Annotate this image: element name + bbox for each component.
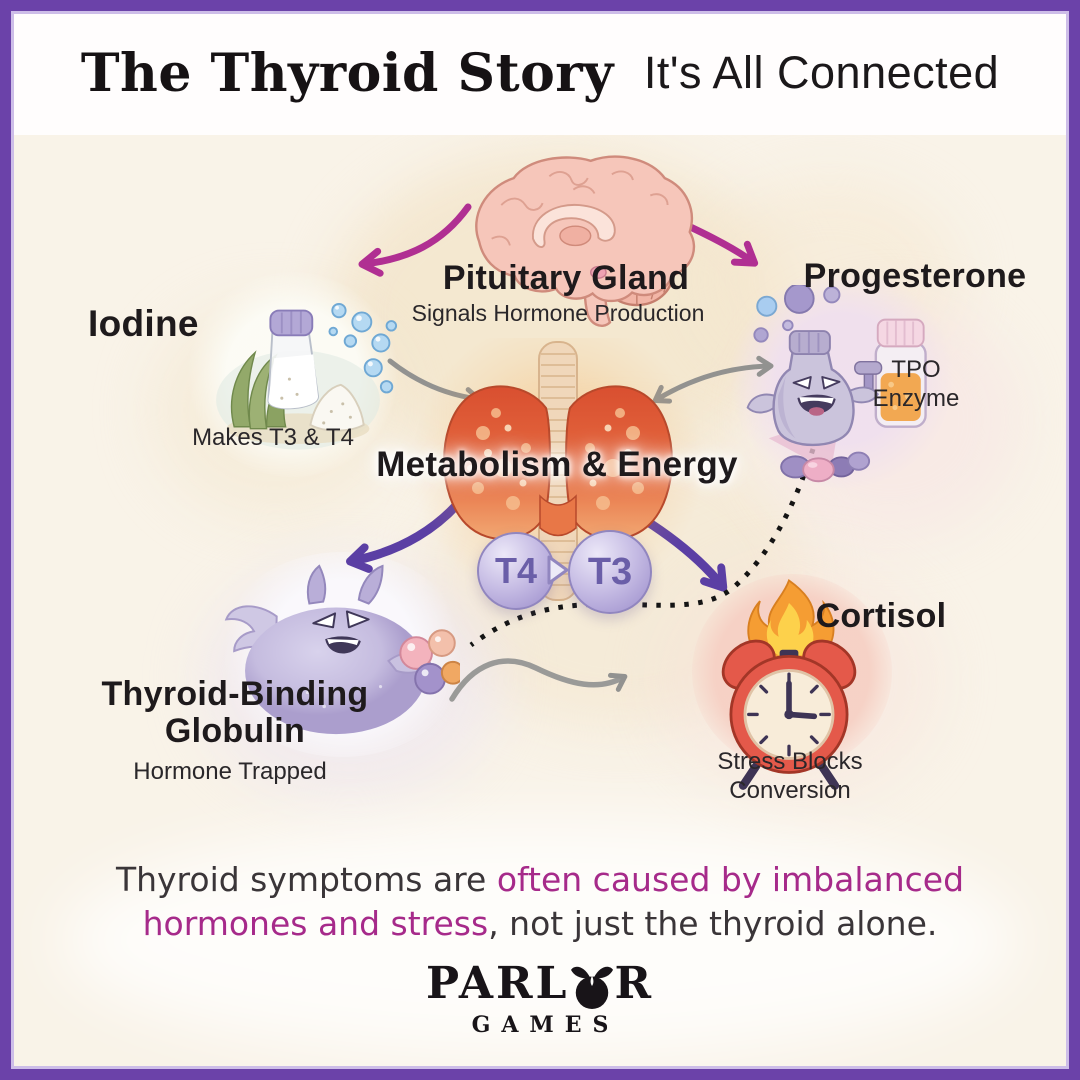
footer-message-seg2: , not just the thyroid alone. — [488, 903, 938, 943]
t4-to-t3-chevron-icon — [547, 555, 569, 585]
iodine-label: Iodine — [88, 303, 199, 344]
t4-label: T4 — [494, 550, 537, 591]
footer-message-seg1: Thyroid symptoms are — [115, 860, 497, 899]
tbg-label-line2: Globulin — [164, 711, 306, 750]
iodine-sublabel: Makes T3 & T4 — [192, 424, 354, 451]
salt-shaker-seaweed-illustration — [216, 302, 398, 450]
logo-wordmark: PARL R — [426, 958, 654, 1009]
page-title: The Thyroid Story — [80, 42, 614, 104]
header-band: The Thyroid Story It's All Connected — [11, 11, 1069, 135]
page-subtitle: It's All Connected — [643, 47, 1000, 98]
footer-message-highlight1: often caused by imbalanced — [496, 860, 965, 899]
brain-illustration — [475, 155, 696, 327]
logo-suffix: R — [614, 958, 655, 1009]
t3-label: T3 — [587, 550, 633, 593]
tbg-label-line1: Thyroid-Binding — [101, 675, 369, 713]
t4-bubble: T4 — [477, 532, 555, 610]
footer-message: Thyroid symptoms are often caused by imb… — [90, 858, 990, 945]
progesterone-label: Progesterone — [803, 257, 1027, 295]
globulin-monster-illustration — [224, 564, 460, 735]
tpo-line1: TPO — [891, 356, 941, 383]
tbg-sublabel: Hormone Trapped — [133, 758, 327, 785]
tpo-line2: Enzyme — [872, 384, 960, 412]
tbg-label: Thyroid-Binding Globulin — [35, 676, 435, 749]
cortisol-sub-line1: Stress Blocks — [717, 748, 863, 775]
cortisol-sub-line2: Conversion — [729, 776, 851, 804]
cortisol-sublabel: Stress Blocks Conversion — [665, 748, 915, 806]
t3-bubble: T3 — [568, 530, 652, 614]
logo-subtext: GAMES — [471, 1012, 620, 1038]
logo-prefix: PARL — [425, 958, 570, 1009]
parlor-games-logo: PARL R GAMES — [0, 958, 1080, 1038]
watercolor-blob — [60, 820, 1020, 1060]
pituitary-label: Pituitary Gland — [442, 259, 690, 297]
tpo-enzyme-label: TPO Enzyme — [846, 356, 986, 414]
footer-message-highlight2: hormones and stress — [142, 903, 489, 943]
apple-o-icon — [571, 966, 614, 1009]
metabolism-energy-label: Metabolism & Energy — [376, 445, 738, 484]
cortisol-label: Cortisol — [815, 597, 947, 635]
pituitary-sublabel: Signals Hormone Production — [411, 300, 705, 326]
